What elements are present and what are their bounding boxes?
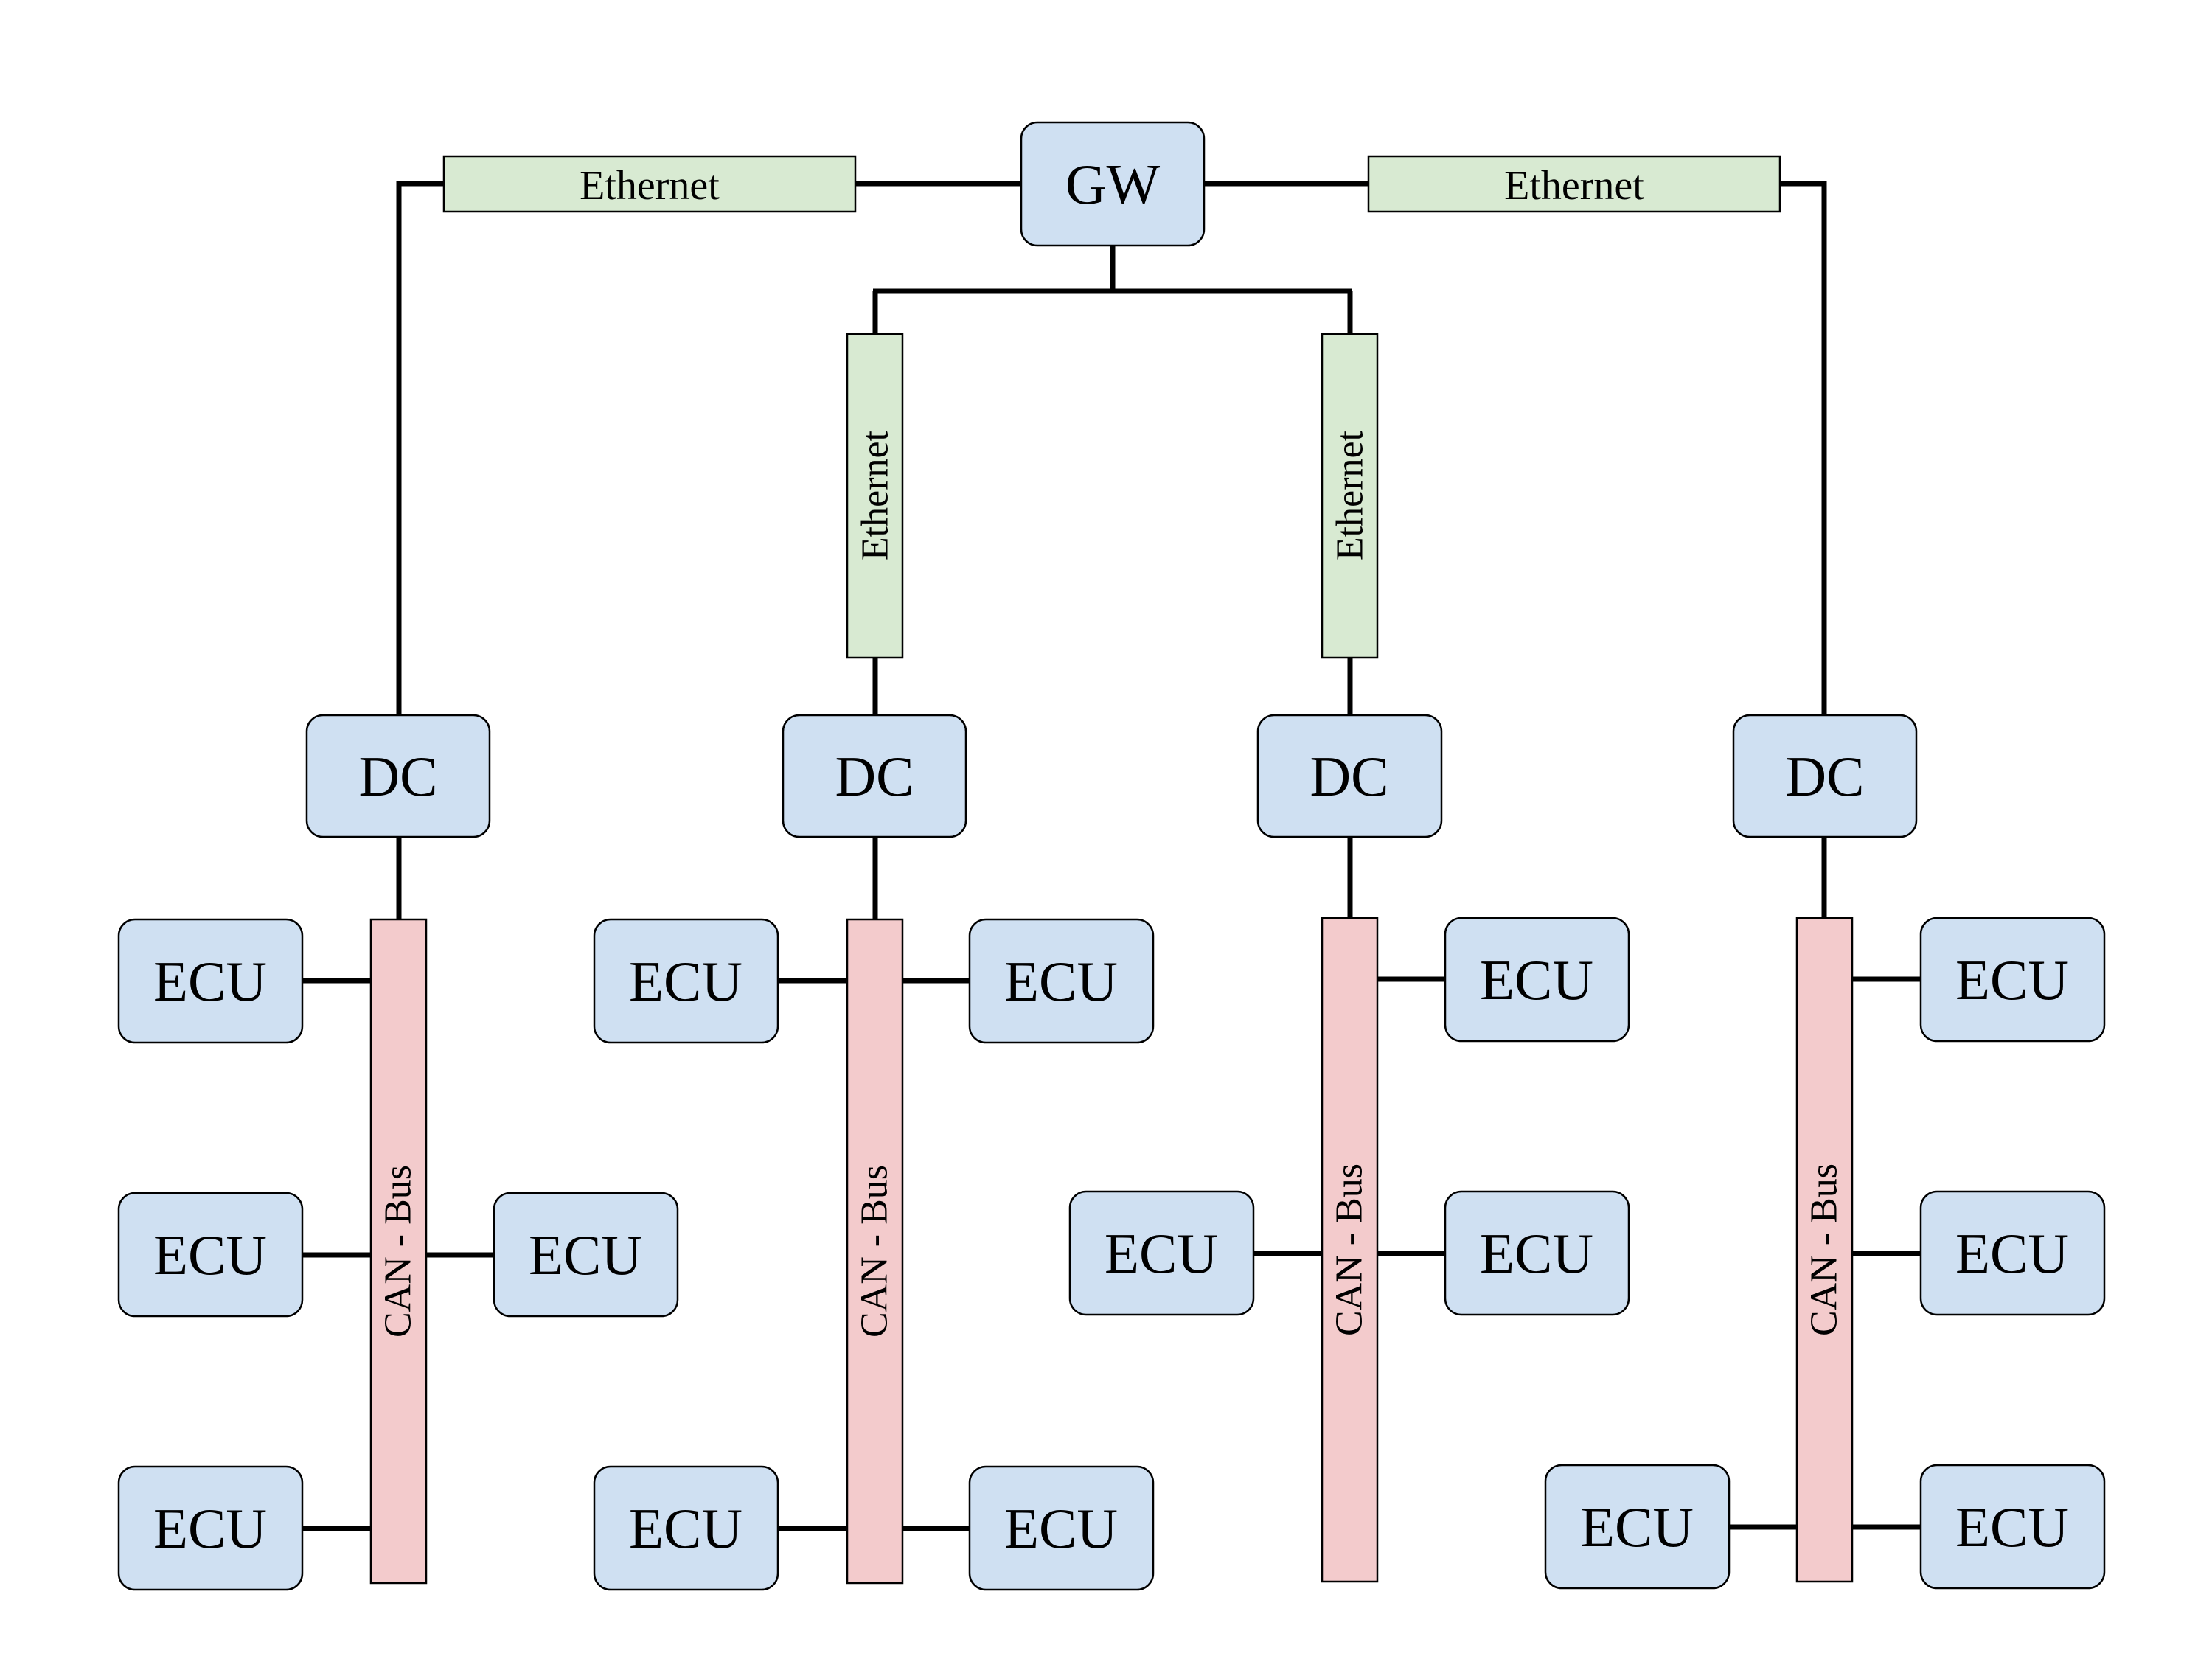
domain-controller-label: DC bbox=[835, 745, 914, 808]
ecu-node: ECU bbox=[593, 918, 779, 1044]
ethernet-link-top-left: Ethernet bbox=[442, 155, 857, 213]
ecu-stub-wires bbox=[302, 976, 1921, 1531]
ecu-node: ECU bbox=[968, 1465, 1155, 1591]
gateway-node: GW bbox=[1020, 121, 1206, 247]
ethernet-label-mid-right: Ethernet bbox=[1329, 430, 1371, 560]
ethernet-label-top-left: Ethernet bbox=[580, 163, 720, 209]
domain-controller-4: DC bbox=[1732, 714, 1918, 838]
ecu-node: ECU bbox=[117, 1192, 304, 1318]
ecu-label: ECU bbox=[1955, 1222, 2069, 1285]
can-bus-1: CAN - Bus bbox=[369, 918, 428, 1585]
domain-2: DC CAN - Bus ECU ECU ECU ECU bbox=[593, 714, 1155, 1591]
ecu-label: ECU bbox=[153, 1497, 267, 1560]
ecu-node: ECU bbox=[117, 918, 304, 1044]
ecu-node: ECU bbox=[1444, 917, 1630, 1043]
ecu-node: ECU bbox=[117, 1465, 304, 1591]
ecu-label: ECU bbox=[1004, 950, 1118, 1013]
connection-lines bbox=[302, 181, 1921, 1531]
ecu-node: ECU bbox=[593, 1465, 779, 1591]
ecu-node: ECU bbox=[1919, 1190, 2106, 1316]
ecu-node: ECU bbox=[968, 918, 1155, 1044]
ecu-label: ECU bbox=[153, 1223, 267, 1287]
ecu-node: ECU bbox=[1919, 917, 2106, 1043]
domain-controller-label: DC bbox=[1786, 745, 1865, 808]
ecu-label: ECU bbox=[153, 950, 267, 1013]
ecu-label: ECU bbox=[629, 950, 742, 1013]
domain-4: DC CAN - Bus ECU ECU ECU ECU bbox=[1544, 714, 2106, 1590]
wire-gw-to-dc-1 bbox=[396, 181, 1021, 715]
ecu-label: ECU bbox=[1105, 1222, 1218, 1285]
ecu-label: ECU bbox=[629, 1497, 742, 1560]
ecu-label: ECU bbox=[1955, 948, 2069, 1012]
can-bus-2: CAN - Bus bbox=[846, 918, 904, 1585]
ecu-label: ECU bbox=[1004, 1497, 1118, 1560]
ecu-label: ECU bbox=[1480, 1222, 1593, 1285]
ecu-label: ECU bbox=[1955, 1495, 2069, 1559]
domain-controller-label: DC bbox=[1310, 745, 1389, 808]
wire-gw-to-dc-4 bbox=[1204, 181, 1827, 715]
domain-1: DC CAN - Bus ECU ECU ECU ECU bbox=[117, 714, 679, 1591]
ethernet-link-mid-right: Ethernet bbox=[1321, 333, 1379, 659]
ecu-node: ECU bbox=[1444, 1190, 1630, 1316]
ecu-label: ECU bbox=[1480, 948, 1593, 1012]
domain-controller-3: DC bbox=[1256, 714, 1443, 838]
wire-gw-to-middle-branches bbox=[872, 246, 1353, 334]
ethernet-label-top-right: Ethernet bbox=[1504, 163, 1644, 209]
ethernet-link-mid-left: Ethernet bbox=[846, 333, 904, 659]
ecu-node: ECU bbox=[1544, 1464, 1731, 1590]
ethernet-label-mid-left: Ethernet bbox=[855, 430, 897, 560]
ethernet-link-top-right: Ethernet bbox=[1367, 155, 1781, 213]
gateway-label: GW bbox=[1065, 153, 1161, 216]
can-bus-label: CAN - Bus bbox=[854, 1165, 896, 1338]
can-bus-label: CAN - Bus bbox=[1329, 1164, 1371, 1336]
ecu-label: ECU bbox=[529, 1223, 642, 1287]
domain-3: DC CAN - Bus ECU ECU ECU bbox=[1068, 714, 1630, 1583]
domain-controller-label: DC bbox=[359, 745, 438, 808]
can-bus-3: CAN - Bus bbox=[1321, 917, 1379, 1583]
ecu-node: ECU bbox=[1919, 1464, 2106, 1590]
can-bus-label: CAN - Bus bbox=[378, 1165, 420, 1338]
ecu-node: ECU bbox=[1068, 1190, 1255, 1316]
can-bus-4: CAN - Bus bbox=[1795, 917, 1854, 1583]
ecu-node: ECU bbox=[493, 1192, 679, 1318]
can-bus-label: CAN - Bus bbox=[1804, 1164, 1846, 1336]
domain-controller-2: DC bbox=[782, 714, 967, 838]
domain-controller-1: DC bbox=[305, 714, 491, 838]
ecu-label: ECU bbox=[1580, 1495, 1694, 1559]
